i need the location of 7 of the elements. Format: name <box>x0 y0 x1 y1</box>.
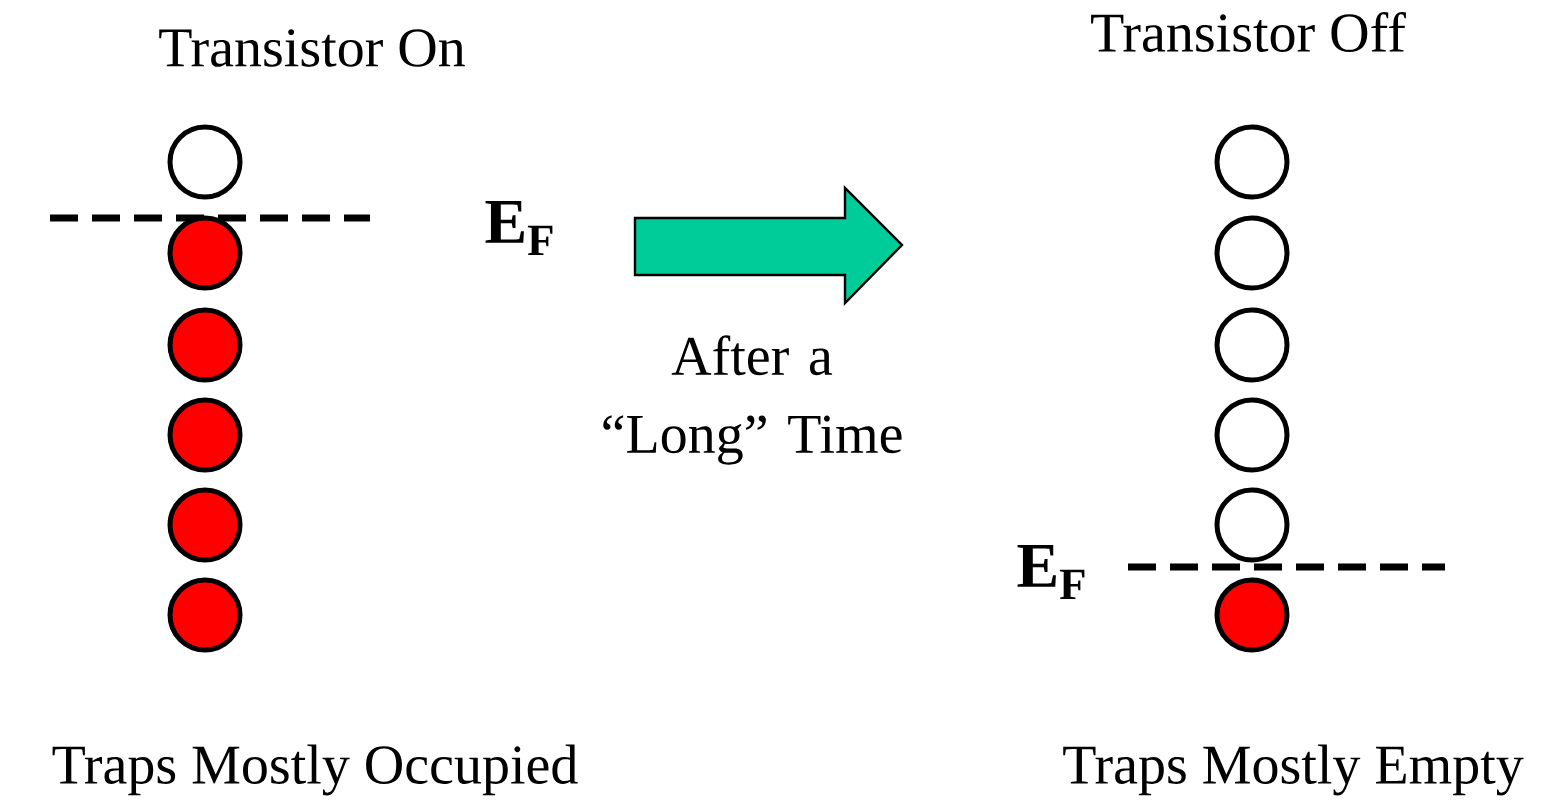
fermi-level-label: E$_{F}$ <box>485 200 553 256</box>
heading: Transistor On <box>159 29 465 67</box>
fermi-level-label: E$_{F}$ <box>1017 544 1085 600</box>
caption: Traps Mostly Occupied <box>52 744 578 796</box>
heading: Transistor Off <box>1091 12 1406 52</box>
caption: Traps Mostly Empty <box>1063 744 1524 796</box>
arrow-label: After a “Long” Time <box>603 335 902 465</box>
